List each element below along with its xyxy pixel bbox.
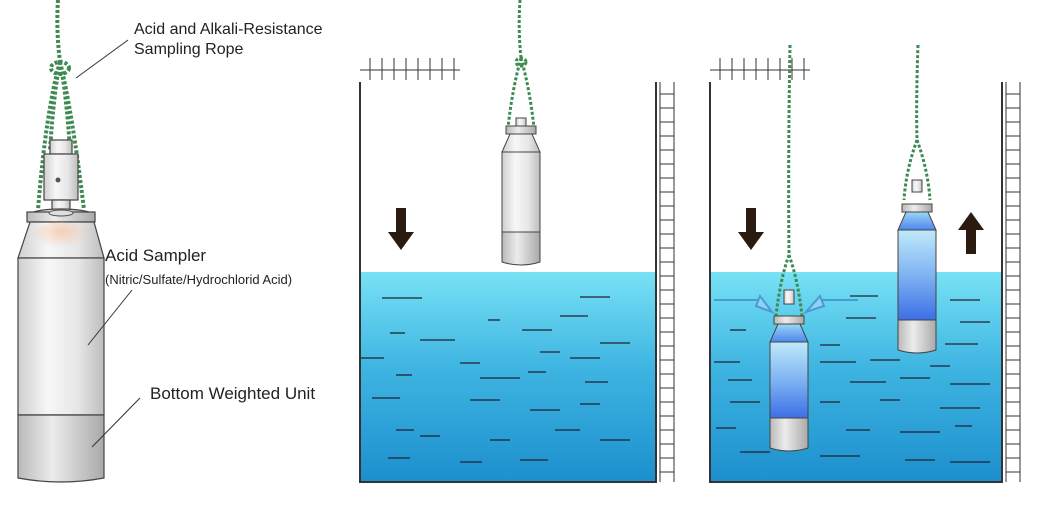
tank-descending xyxy=(359,0,675,483)
sampler-label: Acid Sampler xyxy=(105,246,207,265)
inflow-arrow-icon xyxy=(714,293,858,315)
sampler-above-water xyxy=(501,0,541,266)
down-arrow-icon xyxy=(388,208,414,250)
sampler-rising xyxy=(897,44,937,354)
rope-label-line1: Acid and Alkali-Resistance xyxy=(134,21,323,38)
rope-label-line2: Sampling Rope xyxy=(134,41,244,58)
large-sampler xyxy=(17,0,105,483)
weight-unit-label: Bottom Weighted Unit xyxy=(150,384,316,403)
up-arrow-icon xyxy=(958,212,984,254)
down-arrow-icon xyxy=(738,208,764,250)
sampler-sublabel: (Nitric/Sulfate/Hydrochlorid Acid) xyxy=(105,272,293,287)
sampling-rope xyxy=(36,0,86,211)
tank-sampling xyxy=(709,44,1021,483)
rope-label: Acid and Alkali-Resistance Sampling Rope xyxy=(134,20,323,60)
sampler-filling xyxy=(769,44,809,452)
leader-lines xyxy=(75,39,141,448)
